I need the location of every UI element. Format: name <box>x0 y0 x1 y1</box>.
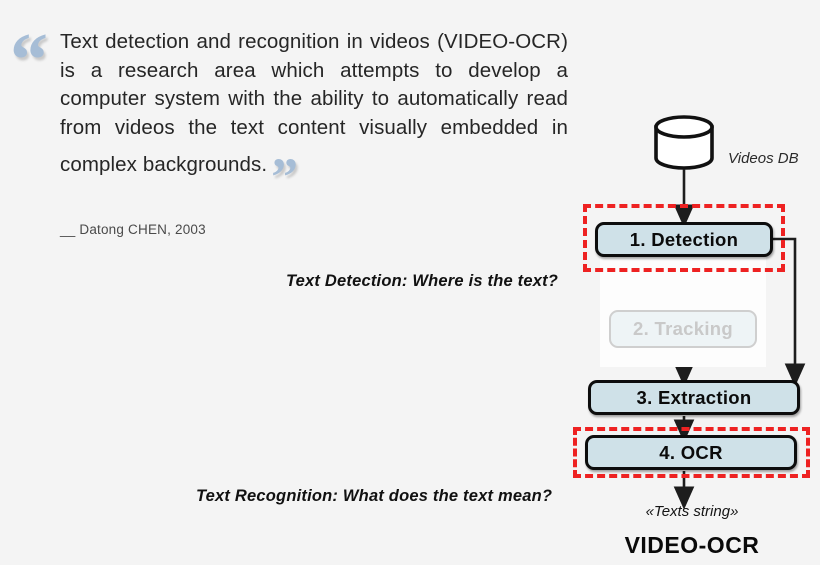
system-title: VIDEO-OCR <box>624 532 760 558</box>
open-quote-icon: “ <box>10 18 48 102</box>
quote-text: Text detection and recognition in videos… <box>60 30 568 176</box>
stage-box-ocr[interactable]: 4. OCR <box>585 435 797 470</box>
stage-box-tracking[interactable]: 2. Tracking <box>609 310 757 348</box>
caption-text-recognition: Text Recognition: What does the text mea… <box>196 487 553 505</box>
highlight-detection-stage <box>583 204 785 272</box>
videos-db-label: Videos DB <box>728 150 799 167</box>
close-quote-icon: ” <box>271 147 298 207</box>
quotation-block: “ Text detection and recognition in vide… <box>8 22 568 237</box>
caption-text-detection: Text Detection: Where is the text? <box>286 272 559 290</box>
output-label: «Texts string» <box>645 503 739 520</box>
stage-box-extraction[interactable]: 3. Extraction <box>588 380 800 415</box>
quote-attribution: __ Datong CHEN, 2003 <box>60 222 206 237</box>
pipeline-diagram: Videos DB 1. Detection 2. Tracking 3. Ex… <box>560 108 820 565</box>
stage-box-detection[interactable]: 1. Detection <box>595 222 773 257</box>
highlight-ocr-stage <box>573 427 810 478</box>
quote-text-paragraph: Text detection and recognition in videos… <box>60 28 568 204</box>
videos-db-icon <box>654 115 714 170</box>
